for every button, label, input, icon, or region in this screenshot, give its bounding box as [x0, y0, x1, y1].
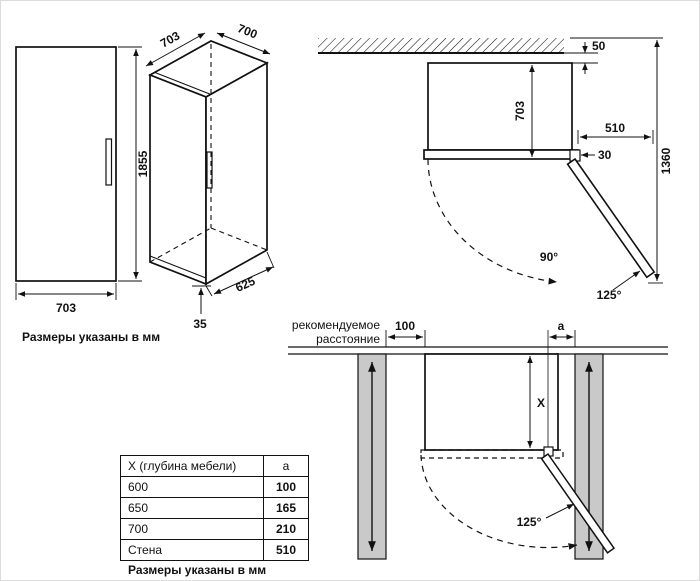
door-handle: [105, 138, 113, 186]
table-row: 650 165: [120, 497, 309, 519]
door-clearance-label: 510: [605, 121, 625, 135]
door-handle: [206, 151, 213, 189]
fridge-front-face: [149, 73, 207, 286]
dim-depth-bottom-label: 625: [233, 274, 257, 295]
angle-125-label: 125°: [597, 288, 622, 302]
recommended-distance-label-line2: расстояние: [316, 332, 380, 346]
angle-125-arrow: [612, 270, 641, 291]
dim-depth-label: 703: [513, 101, 527, 121]
cell-gap: 510: [263, 539, 309, 561]
dim-line-depth-top: [145, 32, 206, 67]
extension-line: [205, 285, 213, 297]
cell-depth: 700: [120, 518, 264, 540]
extension-line: [266, 251, 275, 269]
table-row: 600 100: [120, 476, 309, 498]
dim-line-width-top: [216, 32, 271, 55]
clearance-table: X (глубина мебели) a 600 100 650 165 700…: [120, 455, 309, 561]
cell-depth: 600: [120, 476, 264, 498]
fridge-door-open: [566, 157, 656, 279]
angle-125-arrow: [545, 503, 575, 519]
hidden-edge: [149, 227, 212, 263]
fridge-door-closed-dashed: [420, 449, 564, 459]
fridge-front-outline: [15, 46, 117, 282]
angle-90-label: 90°: [540, 250, 558, 264]
table-row: Стена 510: [120, 539, 309, 561]
table-row: 700 210: [120, 518, 309, 540]
door-top-edge: [154, 72, 212, 95]
cell-depth: Стена: [120, 539, 264, 561]
units-note-bottom: Размеры указаны в мм: [128, 563, 267, 577]
hinge-offset-label: 30: [598, 148, 612, 162]
fridge-body-top: [424, 353, 559, 451]
wall-gap-label: 50: [592, 39, 606, 53]
niche-top-view: рекомендуемое расстояние 100 a X 125°: [288, 318, 668, 560]
cell-gap: 165: [263, 497, 309, 519]
wall-top-view: 50 703 510 30 1360 90° 125°: [318, 37, 673, 302]
table-header-row: X (глубина мебели) a: [120, 455, 309, 477]
fridge-door-closed: [423, 149, 579, 160]
door-swing-arc: [427, 158, 558, 285]
dim-line-depth-bottom: [213, 266, 274, 295]
cell-gap: 100: [263, 476, 309, 498]
fridge-side-face: [205, 61, 268, 286]
units-note-top: Размеры указаны в мм: [22, 330, 161, 344]
cell-depth: 650: [120, 497, 264, 519]
wall-hatching: [318, 38, 564, 53]
iso-view: 703 700 625 35: [145, 21, 275, 331]
dim-height-label: 1855: [136, 150, 150, 177]
cell-gap: 210: [263, 518, 309, 540]
front-view: 1855 703: [15, 46, 150, 315]
fridge-body-top: [427, 62, 573, 151]
gap-a-label: a: [558, 319, 565, 333]
plinth-label: 35: [193, 317, 207, 331]
left-gap-label: 100: [395, 319, 415, 333]
dim-width-top-label: 700: [236, 21, 260, 41]
total-depth-label: 1360: [659, 147, 673, 174]
fridge-door-open: [540, 452, 616, 554]
recommended-distance-label-line1: рекомендуемое: [292, 318, 380, 332]
depth-x-label: X: [537, 396, 545, 410]
plinth-line: [149, 255, 207, 279]
table-header-x: X (глубина мебели): [120, 455, 264, 477]
hidden-edge: [210, 227, 268, 251]
door-swing-arc: [420, 454, 578, 550]
dim-width-label: 703: [56, 301, 76, 315]
table-header-a: a: [263, 455, 309, 477]
angle-125-label: 125°: [517, 515, 542, 529]
